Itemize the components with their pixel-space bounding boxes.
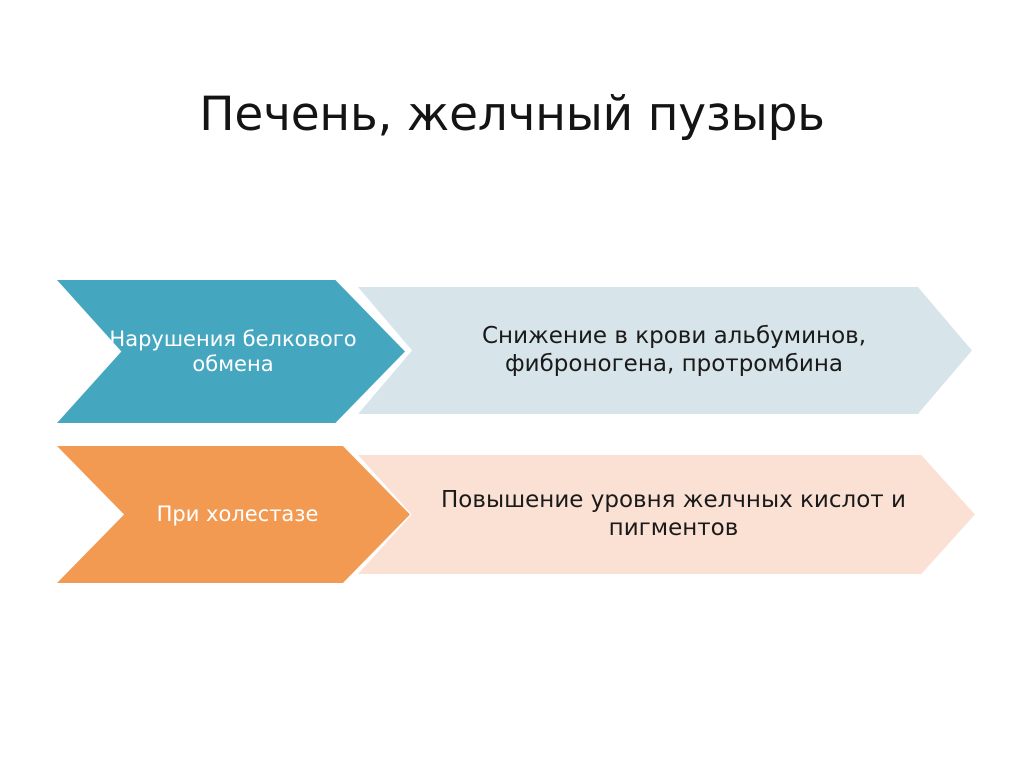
- chevron-row-1-head[interactable]: Нарушения белкового обмена: [57, 280, 405, 423]
- chevron-row-2-body[interactable]: Повышение уровня желчных кислот и пигмен…: [358, 455, 975, 574]
- chevron-row-2-body-label: Повышение уровня желчных кислот и пигмен…: [441, 487, 906, 541]
- page-title: Печень, желчный пузырь: [199, 87, 825, 143]
- chevron-row-2-head-label: При холестазе: [156, 502, 319, 527]
- chevron-row-1-body-label: Снижение в крови альбуминов, фиброногена…: [481, 323, 867, 377]
- chevron-row-1-body[interactable]: Снижение в крови альбуминов, фиброногена…: [358, 287, 972, 414]
- chevron-row-1-head-label: Нарушения белкового обмена: [109, 326, 357, 376]
- chevron-row-2-head[interactable]: При холестазе: [57, 446, 410, 583]
